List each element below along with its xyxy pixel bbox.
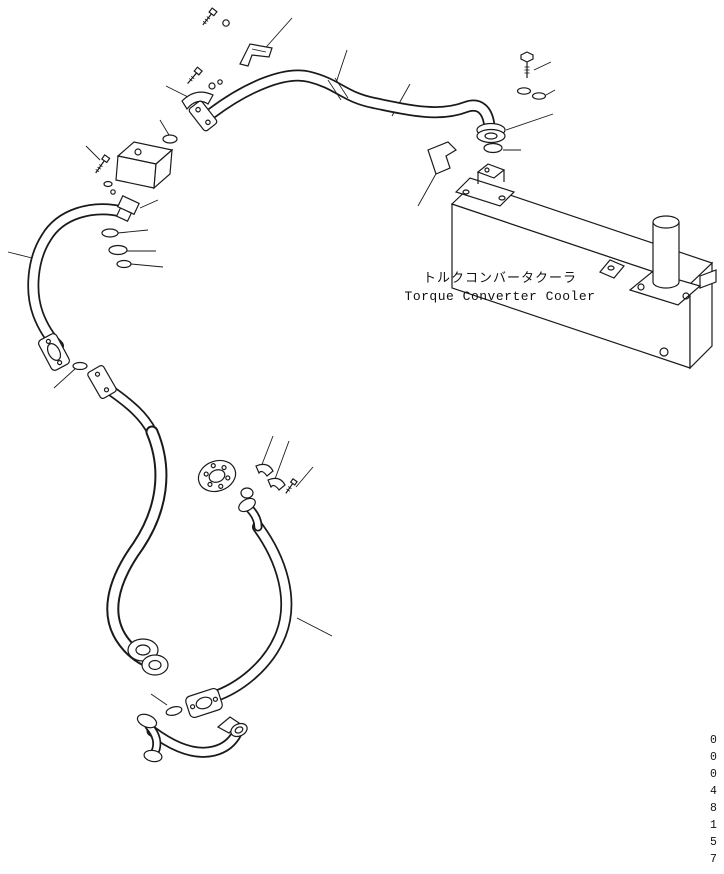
round-flange-plate bbox=[197, 459, 237, 493]
pipe-right-flange bbox=[476, 122, 506, 144]
top-pipe bbox=[206, 69, 495, 129]
cooler-washer-1 bbox=[516, 87, 532, 95]
top-washer bbox=[222, 19, 230, 27]
pipe-left-flange bbox=[188, 100, 218, 132]
cooler-label: トルクコンバータクーラ Torque Converter Cooler bbox=[378, 271, 622, 305]
hose-flange-upper bbox=[37, 333, 71, 371]
top-bolt bbox=[202, 7, 218, 26]
valve-oring bbox=[162, 134, 178, 144]
cooler-oring bbox=[483, 142, 503, 154]
cooler-label-english: Torque Converter Cooler bbox=[404, 288, 596, 304]
drawing-number: 00048157 bbox=[707, 734, 720, 870]
clamp-washer-small bbox=[217, 79, 223, 85]
plate-bolt bbox=[285, 477, 298, 494]
big-lower-hose bbox=[106, 425, 168, 667]
cooler-box bbox=[450, 163, 717, 370]
oring-2 bbox=[108, 244, 128, 256]
flange-oring bbox=[72, 361, 88, 371]
second-lower-hose bbox=[207, 521, 293, 703]
clamp-half-2 bbox=[267, 477, 286, 491]
oring-1 bbox=[101, 228, 119, 238]
bottom-oring bbox=[165, 706, 183, 716]
left-hose bbox=[27, 203, 130, 352]
leader-lines bbox=[7, 17, 641, 706]
valve-fittings bbox=[115, 195, 140, 223]
oring-3 bbox=[116, 259, 132, 269]
clamp-washer bbox=[208, 82, 216, 90]
valve-washer bbox=[103, 180, 113, 188]
valve-bolt bbox=[95, 154, 111, 174]
bottom-elbow-pipe bbox=[136, 713, 248, 763]
clamp-half-1 bbox=[255, 463, 274, 477]
half-clamp bbox=[181, 91, 214, 111]
swivel-nut-fitting bbox=[127, 638, 169, 676]
cooler-bolt bbox=[520, 51, 534, 78]
valve-block bbox=[115, 141, 174, 190]
valve-nut bbox=[110, 189, 116, 195]
cooler-washer-2 bbox=[531, 92, 547, 100]
bottom-hose-flange bbox=[185, 687, 223, 719]
clamp-bolt bbox=[187, 66, 203, 85]
lower-connector-tube bbox=[104, 384, 158, 438]
cooler-label-japanese: トルクコンバータクーラ bbox=[422, 271, 577, 286]
hose-flange-lower bbox=[87, 365, 117, 399]
small-elbow-fitting bbox=[238, 497, 263, 532]
pipe-bracket bbox=[239, 43, 273, 67]
pipe-strap-clamp bbox=[427, 141, 457, 175]
plate-oring bbox=[240, 487, 254, 499]
